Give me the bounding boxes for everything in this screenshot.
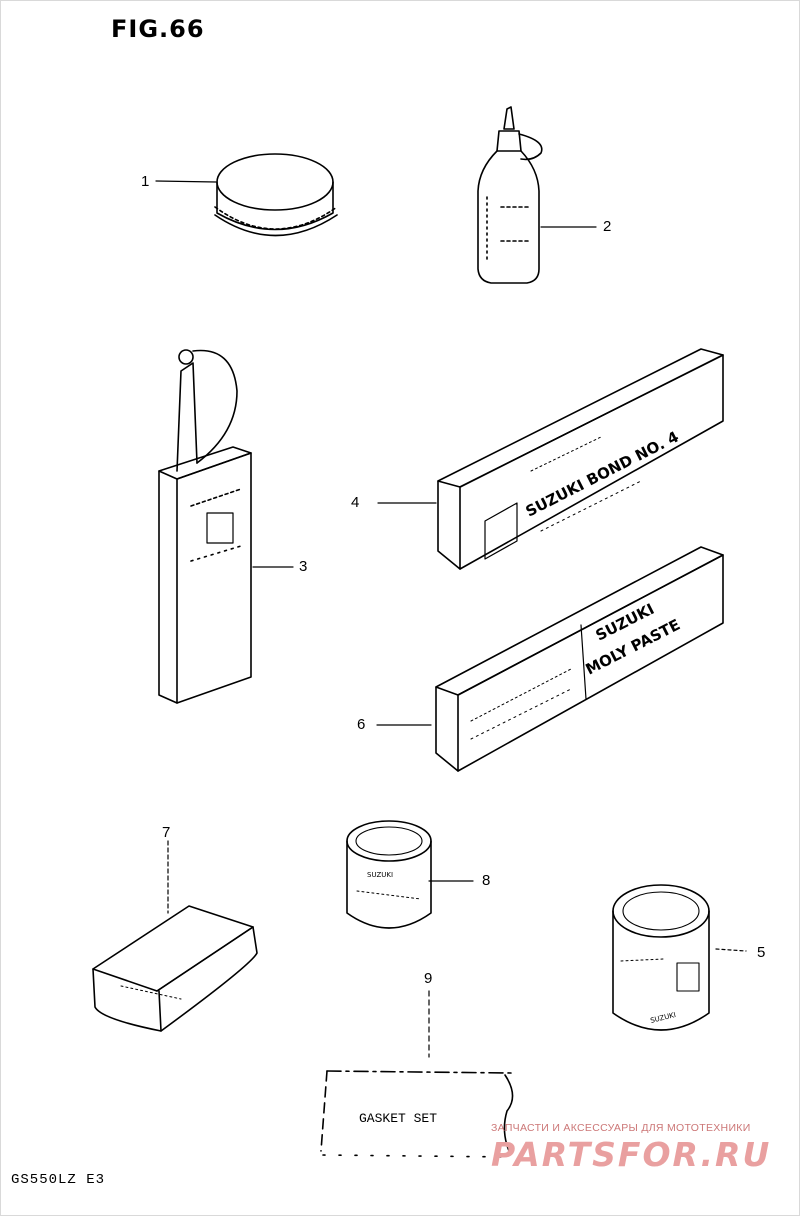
- large-can-drawing: SUZUKI: [612, 884, 710, 1031]
- gasket-pack-drawing: GASKET SET: [320, 1070, 514, 1158]
- callout-1: 1: [141, 173, 150, 190]
- callout-6: 6: [357, 716, 366, 733]
- bond-box-drawing: SUZUKI BOND NO. 4: [437, 348, 724, 570]
- leader-lines: [155, 180, 747, 1058]
- watermark-tagline: ЗАПЧАСТИ И АКСЕССУАРЫ ДЛЯ МОТОТЕХНИКИ: [491, 1122, 751, 1134]
- large-can-brand: SUZUKI: [650, 1011, 677, 1025]
- watermark-brand: PARTSFOR.RU: [491, 1135, 772, 1174]
- bond-box-label: SUZUKI BOND NO. 4: [523, 428, 682, 521]
- small-can-brand: SUZUKI: [367, 871, 393, 879]
- small-can-drawing: SUZUKI: [346, 820, 432, 929]
- figure-title: FIG.66: [111, 15, 205, 43]
- callout-5: 5: [757, 944, 766, 961]
- grease-tin-drawing: [214, 153, 338, 237]
- callout-7: 7: [162, 824, 171, 841]
- callout-4: 4: [351, 494, 360, 511]
- fluid-can-drawing: [158, 349, 252, 704]
- callout-8: 8: [482, 872, 491, 889]
- model-code: GS550LZ E3: [11, 1172, 106, 1188]
- block-drawing: [92, 905, 258, 1032]
- moly-box-drawing: MOLY PASTE SUZUKI: [435, 546, 724, 772]
- oil-bottle-drawing: [477, 106, 543, 284]
- gasket-set-label: GASKET SET: [359, 1111, 437, 1126]
- callout-9: 9: [424, 970, 433, 987]
- callout-3: 3: [299, 558, 308, 575]
- callout-2: 2: [603, 218, 612, 235]
